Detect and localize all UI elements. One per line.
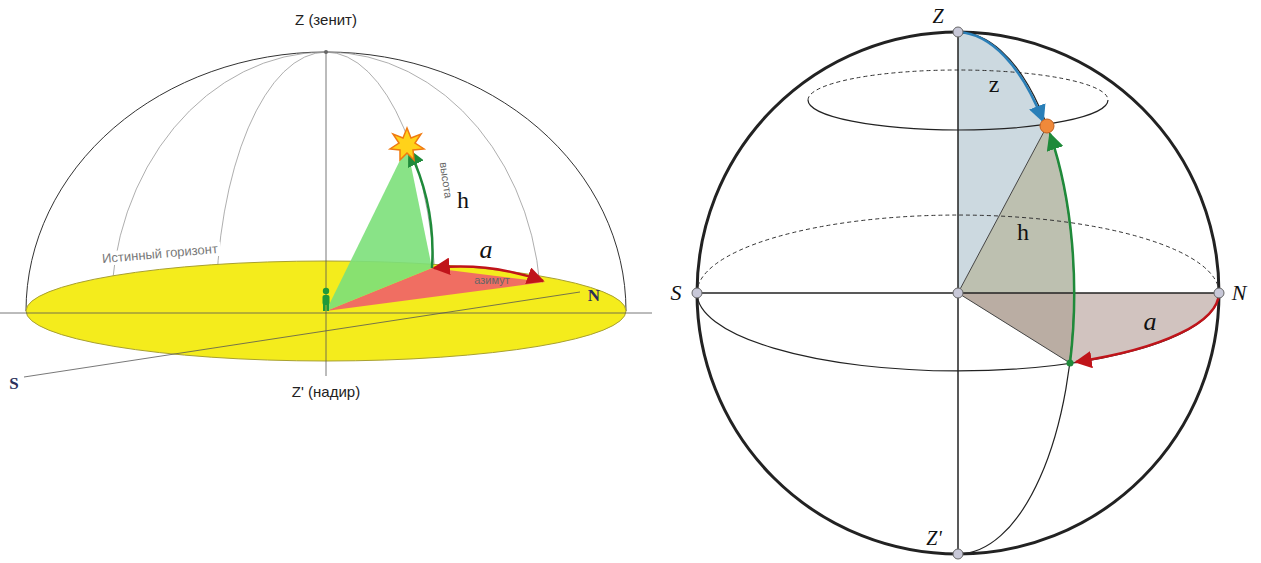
observer-leg	[327, 304, 330, 311]
azimuth-symbol: a	[480, 236, 493, 265]
azimuth-word: азимут	[474, 274, 509, 286]
center-point	[953, 288, 963, 298]
zenith-label: Z	[932, 5, 943, 27]
altitude-arc	[409, 150, 433, 268]
altitude-symbol: h	[1017, 219, 1029, 245]
north-point	[1214, 288, 1224, 298]
observer-leg	[323, 304, 326, 311]
sun-symbol	[390, 128, 424, 160]
south-label: S	[9, 375, 18, 394]
zenith-nadir-line	[326, 52, 327, 376]
foot-radius	[958, 293, 1070, 363]
horizon-label: Истинный горизонт	[99, 242, 222, 267]
south-north-line	[24, 292, 580, 377]
north-label: N	[588, 287, 600, 306]
star-foot-point	[1067, 360, 1074, 367]
altitude-word: высота	[437, 161, 454, 199]
azimuth-sector	[958, 293, 1219, 363]
observer-head	[323, 288, 329, 294]
zenith-point	[953, 27, 963, 37]
star-point	[1040, 119, 1054, 133]
right-sphere	[692, 27, 1224, 559]
zenith-distance-arc	[958, 32, 1043, 121]
nadir-label: Z'	[926, 527, 941, 549]
altitude-sector	[326, 146, 432, 311]
azimuth-arc	[1076, 293, 1219, 362]
zenith-distance-symbol: z	[989, 71, 1000, 97]
altitude-symbol: h	[457, 187, 469, 213]
observer-body	[323, 295, 330, 305]
vertical-circle	[958, 32, 1074, 554]
north-label: N	[1232, 281, 1247, 305]
nadir-point	[953, 549, 963, 559]
south-point	[692, 288, 702, 298]
azimuth-symbol: a	[1144, 308, 1157, 337]
observer-figure	[323, 288, 330, 311]
zenith-label: Z (зенит)	[295, 12, 357, 29]
star-radius	[958, 126, 1047, 293]
celestial-sphere	[697, 32, 1219, 554]
nadir-label: Z' (надир)	[292, 384, 360, 401]
south-label: S	[671, 281, 682, 305]
zenith-point	[324, 50, 328, 54]
altitude-arc	[1050, 134, 1074, 363]
left-dome	[0, 50, 652, 377]
